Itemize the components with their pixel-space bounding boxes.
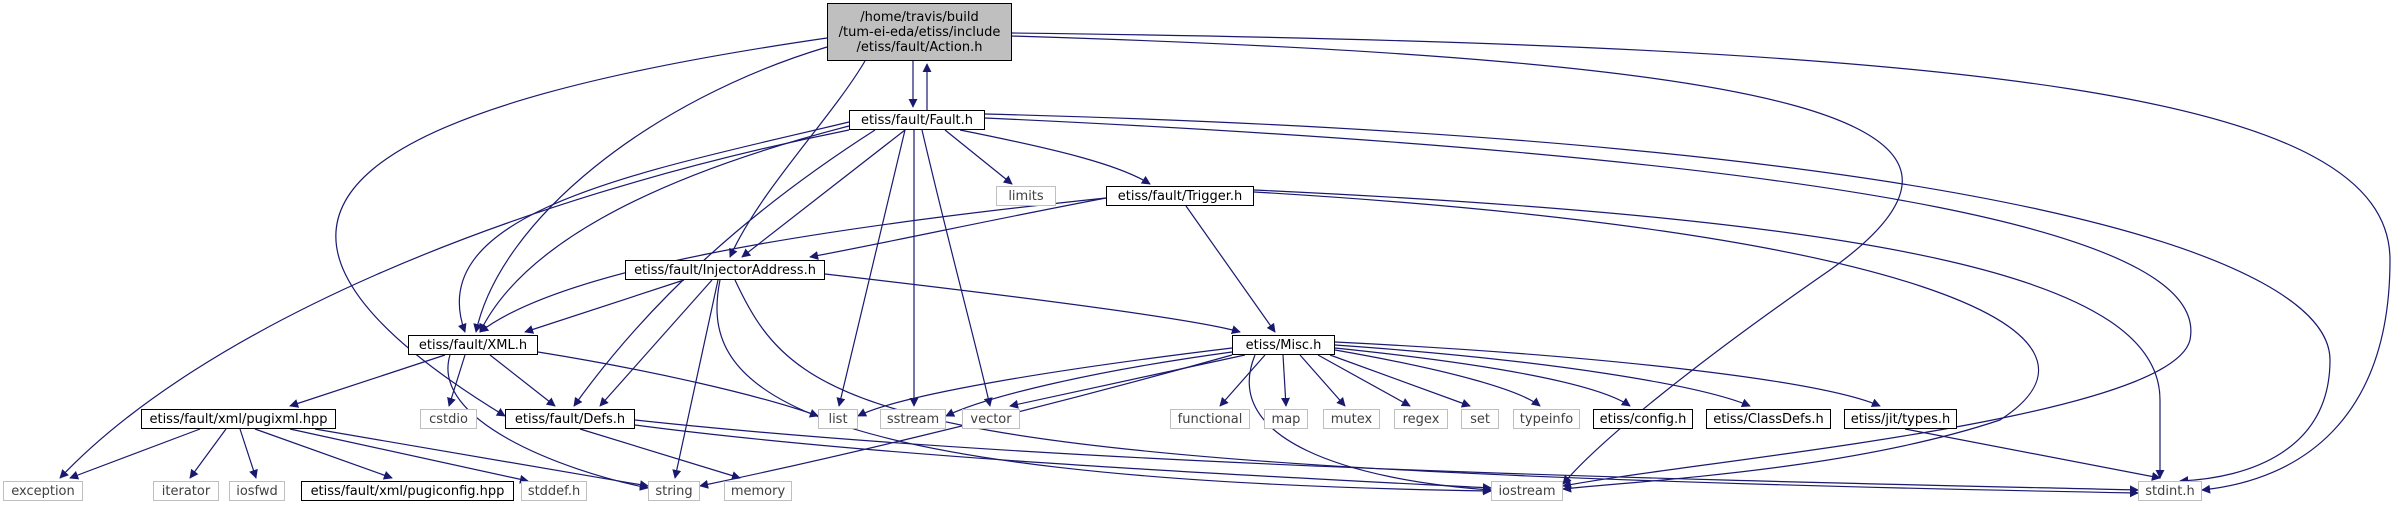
- edge-trigger-to-xml: [479, 197, 1107, 333]
- edge-pugixml-to-string: [314, 428, 649, 490]
- edge-fault-to-vector: [921, 129, 993, 407]
- edge-injector-to-xml: [524, 279, 685, 334]
- edge-action-to-stdint: [1011, 32, 2391, 494]
- edge-misc-to-list: [857, 347, 1233, 417]
- node-list: list: [818, 409, 858, 429]
- edge-misc-to-mutex: [1299, 354, 1346, 407]
- node-limits: limits: [996, 186, 1056, 206]
- edge-pugixml-to-iosfwd: [239, 428, 258, 479]
- node-action-h-line-2: /tum-ei-eda/etiss/include: [838, 24, 1001, 40]
- node-string: string: [648, 481, 700, 501]
- edge-misc-to-typeinfo: [1334, 349, 1541, 407]
- edge-misc-to-iostream: [1248, 354, 1492, 494]
- edge-misc-to-functional: [1219, 354, 1266, 407]
- edge-injector-to-string: [672, 279, 719, 479]
- edge-fault-to-stdint: [984, 113, 2331, 486]
- edge-jit-types-to-stdint: [1904, 428, 2161, 481]
- node-functional: functional: [1170, 409, 1250, 429]
- node-config-h[interactable]: etiss/config.h: [1593, 409, 1693, 429]
- edge-xml-to-pugixml: [289, 354, 446, 408]
- edge-injector-to-misc: [824, 273, 1241, 334]
- edge-misc-to-vector: [1009, 354, 1246, 409]
- edge-xml-to-defs: [489, 354, 556, 407]
- node-pugixml-hpp[interactable]: etiss/fault/xml/pugixml.hpp: [141, 409, 336, 429]
- edge-fault-to-injector: [741, 129, 906, 258]
- edge-fault-to-exception: [59, 129, 850, 479]
- node-xml-h[interactable]: etiss/fault/XML.h: [408, 335, 538, 355]
- node-regex: regex: [1394, 409, 1448, 429]
- node-cstdio: cstdio: [420, 409, 477, 429]
- edge-xml-to-list: [537, 351, 819, 418]
- node-set: set: [1461, 409, 1499, 429]
- edge-fault-to-xml-2: [457, 121, 850, 333]
- node-exception: exception: [3, 481, 83, 501]
- edge-trigger-to-misc: [1185, 205, 1276, 333]
- edge-pugixml-to-exception: [69, 428, 201, 480]
- edge-pugixml-to-pugiconfig: [254, 428, 393, 480]
- edge-trigger-to-iostream: [1253, 191, 2040, 493]
- edge-action-to-defs: [335, 37, 828, 417]
- node-map: map: [1264, 409, 1308, 429]
- node-injectoraddress-h[interactable]: etiss/fault/InjectorAddress.h: [625, 260, 825, 280]
- node-action-h-line-1: /home/travis/build: [860, 9, 979, 25]
- node-defs-h[interactable]: etiss/fault/Defs.h: [505, 409, 635, 429]
- edge-action-to-iostream: [1011, 35, 1903, 485]
- node-iterator: iterator: [153, 481, 219, 501]
- edge-misc-to-sstream: [945, 351, 1233, 417]
- node-pugiconfig-hpp[interactable]: etiss/fault/xml/pugiconfig.hpp: [301, 481, 514, 501]
- edge-trigger-to-stdint: [1253, 189, 2165, 479]
- edge-defs-to-iostream: [634, 424, 1492, 493]
- node-trigger-h[interactable]: etiss/fault/Trigger.h: [1106, 186, 1254, 206]
- node-action-h: /home/travis/build /tum-ei-eda/etiss/inc…: [827, 3, 1012, 61]
- edge-misc-to-config: [1334, 347, 1631, 407]
- edge-fault-to-trigger: [959, 129, 1151, 185]
- edge-misc-to-jit-types: [1334, 341, 1881, 407]
- edge-fault-to-list: [836, 129, 906, 407]
- edge-defs-to-stdint: [634, 419, 2139, 495]
- node-iosfwd: iosfwd: [229, 481, 285, 501]
- edge-pugixml-to-stddef: [289, 428, 529, 484]
- node-classdefs-h[interactable]: etiss/ClassDefs.h: [1706, 409, 1831, 429]
- node-memory: memory: [724, 481, 792, 501]
- edge-injector-to-stdint: [734, 279, 2139, 498]
- node-misc-h[interactable]: etiss/Misc.h: [1232, 335, 1335, 355]
- edge-xml-to-cstdio: [447, 354, 466, 407]
- node-stddef-h: stddef.h: [521, 481, 587, 501]
- node-iostream: iostream: [1491, 481, 1563, 501]
- edge-misc-to-regex: [1317, 354, 1411, 407]
- node-typeinfo: typeinfo: [1513, 409, 1580, 429]
- edge-pugixml-to-iterator: [189, 428, 227, 479]
- edge-action-to-xml: [473, 46, 828, 333]
- edge-trigger-to-injector: [809, 197, 1107, 260]
- edge-misc-to-string: [699, 354, 1233, 489]
- node-fault-h[interactable]: etiss/fault/Fault.h: [849, 110, 985, 130]
- node-stdint-h: stdint.h: [2138, 481, 2202, 501]
- edge-fault-to-xml: [479, 125, 850, 333]
- edge-misc-to-set: [1329, 354, 1471, 408]
- node-mutex: mutex: [1323, 409, 1380, 429]
- node-sstream: sstream: [880, 409, 946, 429]
- node-action-h-line-3: /etiss/fault/Action.h: [856, 39, 983, 55]
- edge-misc-to-classdefs: [1334, 344, 1751, 408]
- edge-fault-to-iostream: [984, 117, 2192, 489]
- node-jit-types-h[interactable]: etiss/jit/types.h: [1844, 409, 1957, 429]
- edge-fault-to-limits: [944, 129, 1013, 185]
- edge-action-to-injector: [729, 60, 866, 258]
- edge-defs-to-memory: [579, 428, 741, 480]
- node-vector: vector: [962, 409, 1020, 429]
- edge-misc-to-map: [1281, 354, 1291, 407]
- edge-injector-to-defs: [599, 279, 713, 407]
